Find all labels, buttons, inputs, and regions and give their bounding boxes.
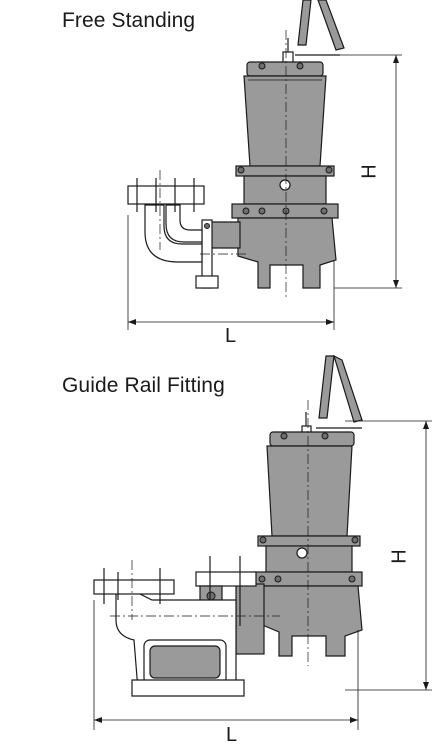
guide-rail-pump-drawing [93, 354, 432, 730]
guide-rail-title: Guide Rail Fitting [62, 374, 225, 397]
guide-rail-width-label: L [226, 724, 238, 746]
free-standing-title: Free Standing [62, 9, 196, 32]
free-standing-width-label: L [225, 325, 237, 347]
free-standing-pump-drawing [127, 0, 402, 330]
